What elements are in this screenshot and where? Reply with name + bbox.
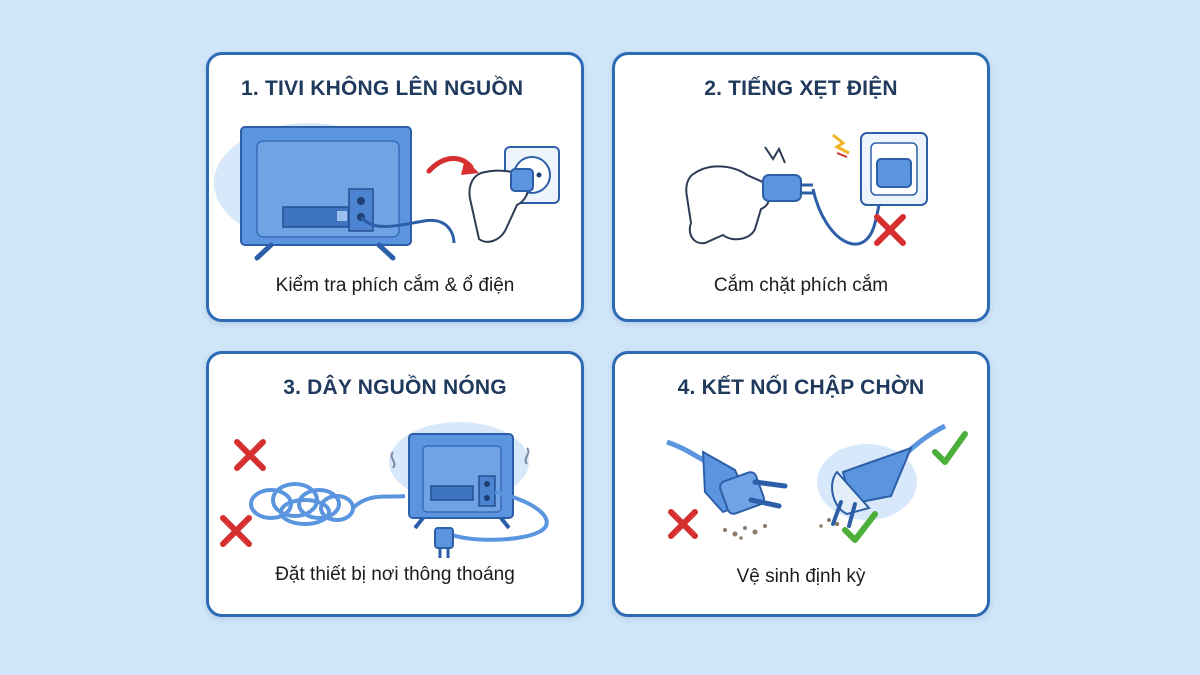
hot-cable-illustration	[220, 422, 549, 558]
check-icon	[932, 431, 968, 465]
card-caption: Đặt thiết bị nơi thông thoáng	[275, 564, 515, 585]
dust-icon	[723, 518, 840, 540]
card-title: 1. TIVI KHÔNG LÊN NGUỒN	[241, 77, 524, 100]
spark-icon	[764, 133, 850, 164]
check-icon	[842, 511, 878, 543]
card-title: 3. DÂY NGUỒN NÓNG	[283, 376, 507, 399]
hand-icon	[468, 168, 534, 243]
card-title: 4. KẾT NỐI CHẬP CHỜN	[677, 376, 925, 399]
cross-icon	[874, 214, 906, 246]
tv-icon	[389, 422, 530, 530]
tv-power-illustration	[214, 123, 560, 261]
card-power-failure: 1. TIVI KHÔNG LÊN NGUỒN	[206, 52, 584, 322]
card-hot-cable: 3. DÂY NGUỒN NÓNG	[206, 351, 584, 617]
power-plug-icon	[434, 527, 454, 558]
card-sparking: 2. TIẾNG XẸT ĐIỆN Cắm chặt phích cắm	[612, 52, 990, 322]
red-arrow-icon	[426, 156, 479, 175]
power-plug-icon	[666, 439, 788, 515]
cross-icon	[220, 515, 252, 547]
coiled-cable-icon	[249, 482, 355, 526]
hand-icon	[685, 165, 771, 245]
plug-cleaning-illustration	[666, 423, 968, 543]
cross-icon	[234, 439, 266, 471]
plug-spark-illustration	[685, 132, 928, 246]
card-caption: Kiểm tra phích cắm & ổ điện	[275, 275, 515, 296]
power-plug-icon	[817, 423, 947, 528]
card-loose-connection: 4. KẾT NỐI CHẬP CHỜN	[612, 351, 990, 617]
cross-icon	[668, 509, 698, 539]
power-outlet-icon	[860, 132, 928, 206]
power-plug-icon	[762, 174, 813, 202]
card-caption: Cắm chặt phích cắm	[713, 275, 889, 296]
card-caption: Vệ sinh định kỳ	[736, 566, 866, 587]
tv-icon	[214, 123, 412, 261]
card-title: 2. TIẾNG XẸT ĐIỆN	[704, 77, 898, 100]
